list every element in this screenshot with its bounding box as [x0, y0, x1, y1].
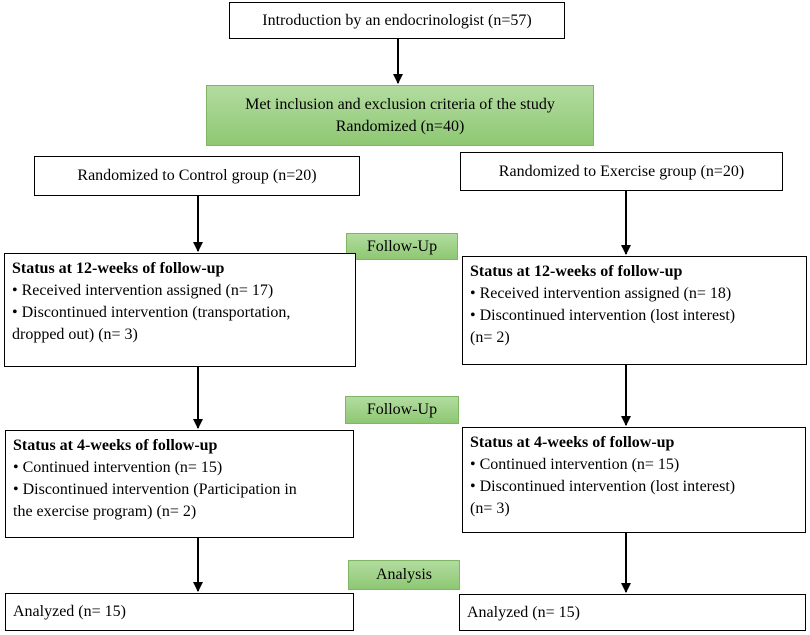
control-randomized-box: Randomized to Control group (n=20): [34, 156, 360, 196]
exercise-analyzed-text: Analyzed (n= 15): [467, 603, 580, 621]
control-week4-line-1: • Continued intervention (n= 15): [13, 459, 223, 476]
exercise-week12-box: Status at 12-weeks of follow-up • Receiv…: [462, 256, 807, 365]
followup-label-1-text: Follow-Up: [366, 237, 438, 255]
control-week4-box: Status at 4-weeks of follow-up • Continu…: [5, 430, 354, 538]
control-analyzed-box: Analyzed (n= 15): [5, 593, 354, 631]
exercise-week12-line-3: (n= 2): [470, 329, 510, 346]
control-week12-line-2: • Discontinued intervention (transportat…: [12, 304, 291, 321]
control-week12-title: Status at 12-weeks of follow-up: [12, 260, 225, 277]
intro-box: Introduction by an endocrinologist (n=57…: [229, 2, 565, 39]
followup-label-1: Follow-Up: [346, 233, 458, 260]
control-week12-line-1: • Received intervention assigned (n= 17): [12, 282, 274, 299]
analysis-label-text: Analysis: [376, 566, 432, 583]
followup-label-2-text: Follow-Up: [366, 401, 438, 418]
criteria-line-1: Met inclusion and exclusion criteria of …: [245, 95, 555, 113]
analysis-label: Analysis: [348, 560, 460, 590]
exercise-week4-box: Status at 4-weeks of follow-up • Continu…: [462, 427, 806, 533]
control-analyzed-text: Analyzed (n= 15): [13, 603, 126, 620]
control-week4-title: Status at 4-weeks of follow-up: [13, 437, 218, 454]
followup-label-2: Follow-Up: [345, 396, 459, 424]
exercise-week4-line-3: (n= 3): [470, 500, 510, 517]
exercise-week4-line-2: • Discontinued intervention (lost intere…: [470, 478, 736, 495]
exercise-week12-title: Status at 12-weeks of follow-up: [470, 263, 683, 280]
control-week12-line-3: dropped out) (n= 3): [12, 326, 138, 343]
exercise-week4-title: Status at 4-weeks of follow-up: [470, 434, 675, 451]
exercise-randomized-box: Randomized to Exercise group (n=20): [460, 152, 783, 191]
control-week12-box: Status at 12-weeks of follow-up • Receiv…: [4, 253, 356, 367]
criteria-line-2: Randomized (n=40): [335, 117, 465, 135]
exercise-week12-line-2: • Discontinued intervention (lost intere…: [470, 307, 736, 324]
control-randomized-text: Randomized to Control group (n=20): [77, 167, 317, 184]
criteria-box: Met inclusion and exclusion criteria of …: [206, 85, 594, 146]
control-week4-line-3: the exercise program) (n= 2): [13, 503, 197, 520]
control-week4-line-2: • Discontinued intervention (Participati…: [13, 481, 297, 498]
exercise-randomized-text: Randomized to Exercise group (n=20): [498, 162, 745, 180]
exercise-analyzed-box: Analyzed (n= 15): [459, 594, 806, 631]
exercise-week12-line-1: • Received intervention assigned (n= 18): [470, 285, 732, 302]
intro-text: Introduction by an endocrinologist (n=57…: [262, 11, 532, 29]
exercise-week4-line-1: • Continued intervention (n= 15): [470, 456, 680, 473]
